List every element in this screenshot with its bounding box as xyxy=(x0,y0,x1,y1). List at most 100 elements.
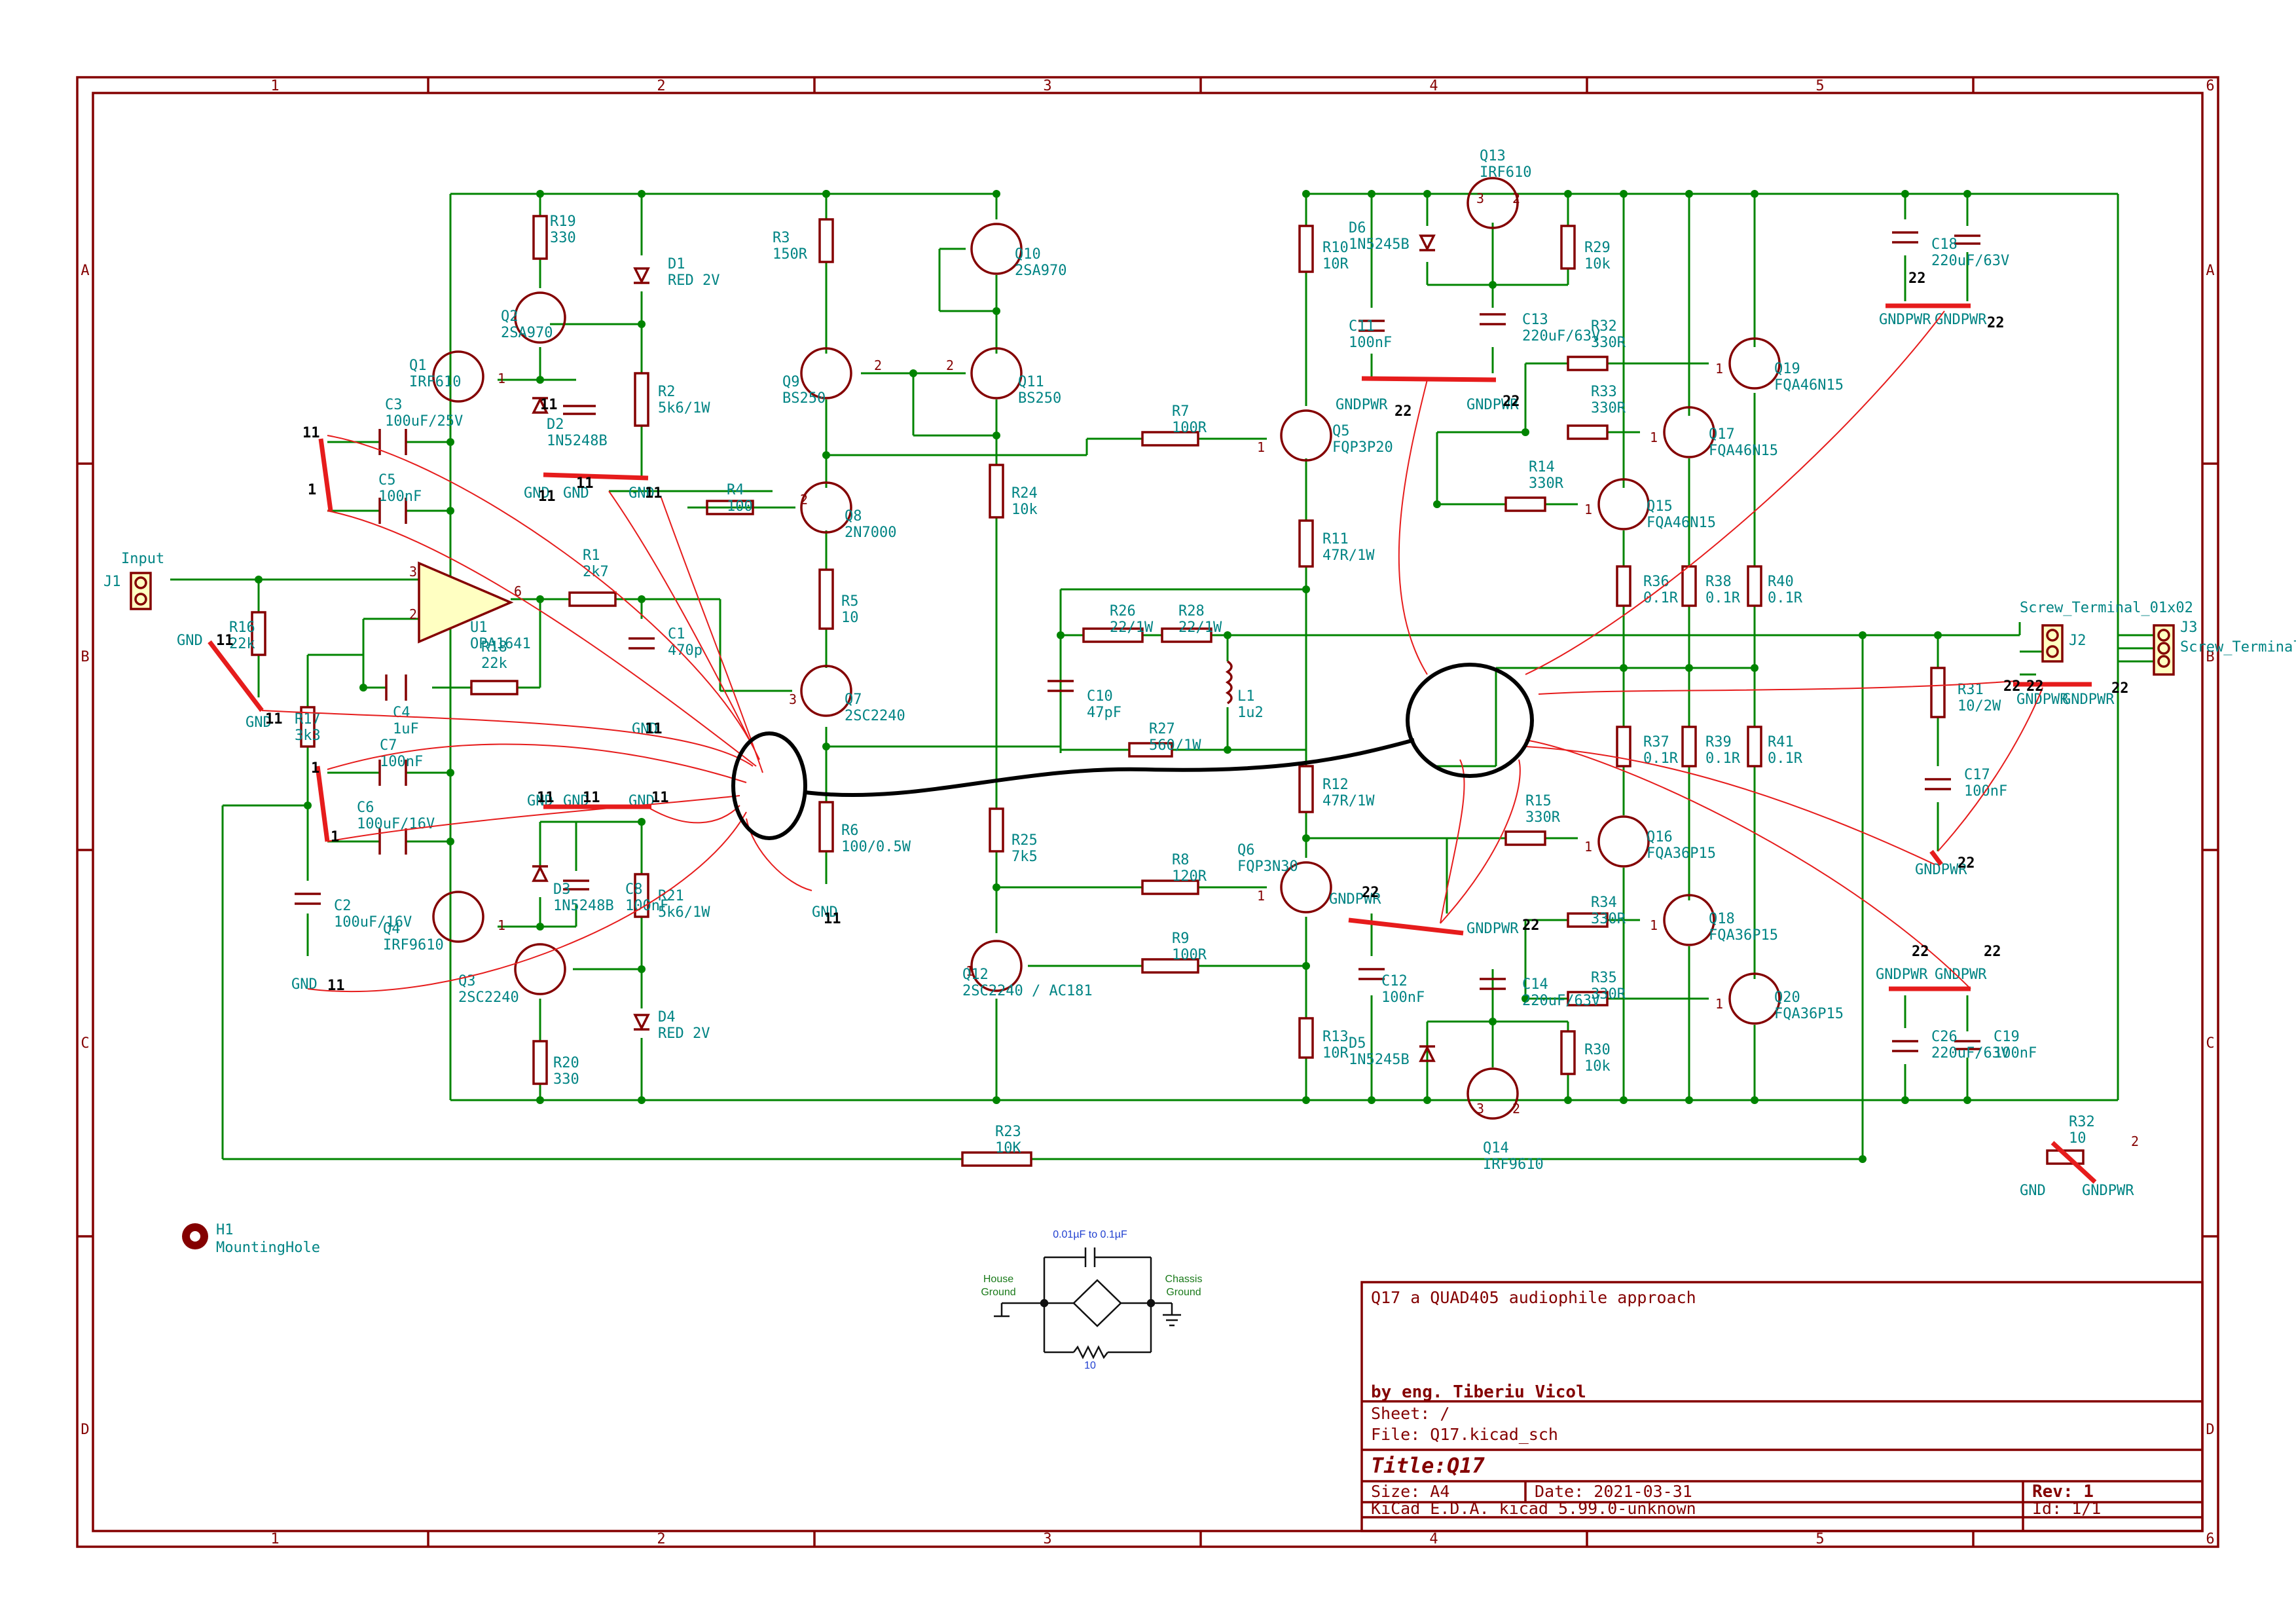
component-ref-c1: C1 xyxy=(668,626,685,642)
row-label: C xyxy=(2206,1035,2214,1052)
component-value-d4: RED 2V xyxy=(658,1025,710,1042)
component-ref-q20: Q20 xyxy=(1774,989,1800,1006)
power-labels: GND GND GND GND GND GND GND GND GND GND … xyxy=(177,312,2134,1199)
net-mark: 11 xyxy=(576,475,594,492)
col-label: 5 xyxy=(1815,1531,1824,1547)
component-value-q8: 2N7000 xyxy=(845,525,896,541)
svg-text:2: 2 xyxy=(409,606,417,622)
gndpwr-label: GNDPWR xyxy=(1935,312,1987,328)
component-value-r35: 330R xyxy=(1591,986,1626,1003)
component-value-r32: 330R xyxy=(1591,335,1626,351)
component-value-q5: FQP3P20 xyxy=(1332,439,1393,456)
svg-text:2: 2 xyxy=(1512,191,1520,206)
net-mark: 11 xyxy=(540,397,558,413)
col-label: 6 xyxy=(2206,78,2214,94)
component-value-d2: 1N5248B xyxy=(547,433,608,449)
component-ref-r8: R8 xyxy=(1172,852,1190,868)
gnd-label: GND xyxy=(291,976,318,993)
svg-text:2: 2 xyxy=(946,358,954,373)
component-value-r9: 100R xyxy=(1172,947,1207,963)
gnd-label: GND xyxy=(563,485,589,502)
inset-cap-label: 0.01µF to 0.1µF xyxy=(1053,1229,1127,1240)
net-mark: 22 xyxy=(1394,403,1412,420)
col-label: 2 xyxy=(657,1531,665,1547)
gndpwr-label: GNDPWR xyxy=(1467,921,1519,937)
component-ref-r21: R21 xyxy=(658,888,684,904)
h1-ref: H1 xyxy=(216,1222,234,1238)
j3-value: Screw_Terminal_ xyxy=(2180,639,2296,655)
svg-text:1: 1 xyxy=(1584,502,1592,517)
component-value-q13: IRF610 xyxy=(1480,164,1531,181)
h1-value: MountingHole xyxy=(216,1240,320,1256)
component-value-d5: 1N5245B xyxy=(1349,1052,1410,1068)
row-label: C xyxy=(81,1035,89,1052)
gndpwr-label: GNDPWR xyxy=(2016,692,2069,708)
component-value-r3: 150R xyxy=(773,246,808,263)
gndpwr-label: GNDPWR xyxy=(1876,967,1928,983)
component-ref-r20: R20 xyxy=(553,1055,579,1071)
component-value-d3: 1N5248B xyxy=(553,898,614,914)
svg-text:1: 1 xyxy=(1584,839,1592,855)
component-ref-c10: C10 xyxy=(1087,688,1113,705)
component-ref-r13: R13 xyxy=(1322,1029,1349,1045)
tb-size: Size: A4 xyxy=(1371,1482,1449,1501)
component-value-c10: 47pF xyxy=(1087,705,1121,721)
component-ref-q6: Q6 xyxy=(1237,842,1255,858)
component-value-r20: 330 xyxy=(553,1071,579,1088)
component-value-q20: FQA36P15 xyxy=(1774,1006,1844,1022)
net-mark: 22 xyxy=(2003,678,2021,695)
svg-text:1: 1 xyxy=(1257,888,1265,904)
component-ref-c19: C19 xyxy=(1994,1029,2020,1045)
net-mark: 22 xyxy=(1908,270,1926,287)
j2-ref: J2 xyxy=(2069,633,2086,649)
component-value-r37: 0.1R xyxy=(1643,750,1679,767)
component-ref-q15: Q15 xyxy=(1647,498,1673,515)
j1-ref: J1 xyxy=(103,574,121,590)
component-value-q19: FQA46N15 xyxy=(1774,377,1844,394)
junctions xyxy=(255,190,1971,1163)
component-ref-d2: D2 xyxy=(547,416,564,433)
component-value-r32: 10 xyxy=(2069,1130,2086,1147)
component-value-r29: 10k xyxy=(1584,256,1611,272)
component-value-r19: 330 xyxy=(550,230,576,246)
col-label: 4 xyxy=(1429,1531,1438,1547)
component-value-r15: 330R xyxy=(1525,809,1561,826)
component-value-r27: 560/1W xyxy=(1149,737,1201,754)
component-ref-r12: R12 xyxy=(1322,777,1349,793)
net-mark: 11 xyxy=(327,978,345,994)
component-value-r26: 22/1W xyxy=(1110,619,1154,636)
component-value-q4: IRF9610 xyxy=(383,937,444,953)
component-ref-d1: D1 xyxy=(668,256,685,272)
svg-text:2: 2 xyxy=(2131,1134,2139,1149)
svg-text:2: 2 xyxy=(1512,1101,1520,1116)
component-ref-r18: R18 xyxy=(481,639,507,655)
component-value-r28: 22/1W xyxy=(1178,619,1222,636)
row-label: D xyxy=(81,1422,89,1438)
component-ref-q2: Q2 xyxy=(501,308,519,325)
net-mark: 11 xyxy=(645,485,663,502)
net-mark: 22 xyxy=(1912,944,1929,960)
component-ref-r35: R35 xyxy=(1591,970,1617,986)
row-label: A xyxy=(81,263,89,279)
component-value-r21: 5k6/1W xyxy=(658,904,710,921)
component-ref-d6: D6 xyxy=(1349,220,1366,236)
component-value-q14: IRF9610 xyxy=(1483,1156,1544,1173)
component-ref-r7: R7 xyxy=(1172,403,1190,420)
svg-text:1: 1 xyxy=(1715,361,1723,377)
component-value-r17: 3k3 xyxy=(295,728,321,744)
net-mark: 1 xyxy=(331,829,339,845)
component-value-r4: 100 xyxy=(727,498,753,515)
component-value-r33: 330R xyxy=(1591,400,1626,416)
component-ref-q7: Q7 xyxy=(845,692,862,708)
component-value-q17: FQA46N15 xyxy=(1709,443,1778,459)
component-ref-q5: Q5 xyxy=(1332,423,1350,439)
row-label: B xyxy=(81,649,89,665)
net-mark: 1 xyxy=(311,760,319,777)
svg-text:1: 1 xyxy=(1715,996,1723,1012)
gnd-label: GND xyxy=(177,633,203,649)
component-value-r24: 10k xyxy=(1011,502,1038,518)
net-mark: 11 xyxy=(265,711,283,728)
col-label: 6 xyxy=(2206,1531,2214,1547)
component-ref-q18: Q18 xyxy=(1709,911,1735,927)
col-label: 3 xyxy=(1043,1531,1051,1547)
